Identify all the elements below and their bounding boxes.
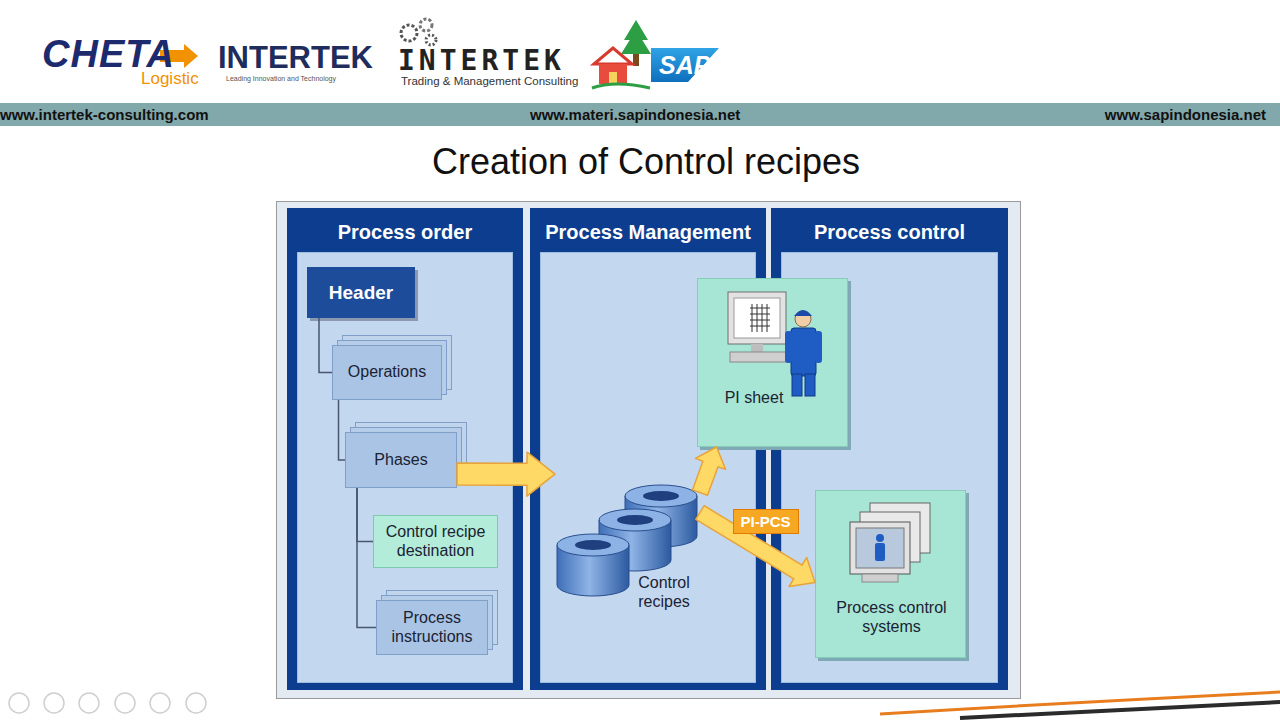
stacked-box: Operations <box>332 345 442 400</box>
column-band: Process orderHeaderOperationsPhasesContr… <box>287 208 523 690</box>
column-heading: Process control <box>771 221 1008 244</box>
tree-line <box>357 488 373 542</box>
node-label: Process instructions <box>377 609 487 646</box>
system-box: PI sheet <box>697 278 848 447</box>
column-heading: Process order <box>287 221 523 244</box>
house-door <box>609 72 617 84</box>
swoosh <box>960 702 1280 718</box>
flow-arrow <box>693 447 726 495</box>
flow-arrow <box>696 506 815 587</box>
header-box: Header <box>307 267 415 318</box>
database-group: Control recipes <box>555 462 700 615</box>
swoosh <box>880 692 1280 714</box>
sap-logo-shape <box>651 48 719 82</box>
tree-icon <box>621 30 651 54</box>
column-band: Process ManagementControl recipesPI shee… <box>530 208 766 690</box>
tree-icon <box>624 20 648 40</box>
tree-trunk <box>633 54 639 66</box>
flow-arrow <box>457 452 555 496</box>
url-text: www.sapindonesia.net <box>1105 106 1266 123</box>
logo-text: SAP <box>659 51 710 80</box>
house-roof <box>594 48 632 64</box>
node-label: PI sheet <box>698 389 810 407</box>
tree-line <box>357 488 376 628</box>
stacked-box: Phases <box>345 432 457 488</box>
column-heading: Process Management <box>530 221 766 244</box>
url-text: www.intertek-consulting.com <box>0 106 209 123</box>
gear-icon <box>426 35 436 45</box>
node-label: Process control systems <box>831 598 952 636</box>
system-box: Process control systems <box>815 490 966 658</box>
destination-box: Control recipe destination <box>373 515 498 568</box>
tree-line <box>319 318 332 373</box>
nav-icons <box>9 693 206 713</box>
node-label: Operations <box>344 363 430 381</box>
house-icon <box>599 64 627 84</box>
node-label: Control recipe destination <box>374 523 497 560</box>
logo-text: INTERTEK <box>218 40 373 76</box>
gear-icon <box>401 25 417 41</box>
node-label: Phases <box>370 451 431 469</box>
gear-icon <box>420 19 432 31</box>
logo-subtext: Logistic <box>141 69 199 89</box>
logo-tagline: Trading & Management Consulting <box>401 75 578 87</box>
stacked-box: Process instructions <box>376 600 488 655</box>
ground-line <box>592 84 650 88</box>
node-label: Control recipes <box>628 573 700 611</box>
logo-tagline: Leading Innovation and Technology <box>226 75 336 82</box>
node-label: Header <box>329 282 393 304</box>
tree-line <box>339 400 346 460</box>
edge-label: PI-PCS <box>733 509 799 534</box>
logo-text: INTERTEK <box>398 44 565 77</box>
slide-title: Creation of Control recipes <box>0 141 1280 183</box>
url-text: www.materi.sapindonesia.net <box>530 106 740 123</box>
